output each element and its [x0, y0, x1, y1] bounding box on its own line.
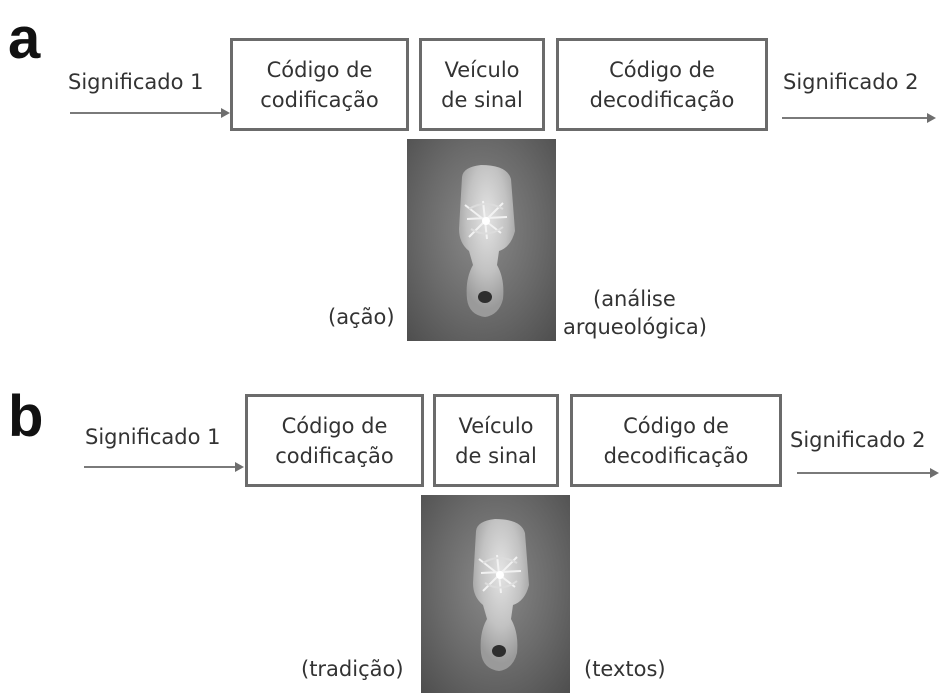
input-arrow-b	[84, 466, 242, 468]
encoding-code-box-b: Código de codificação	[245, 394, 424, 487]
output-label-b: Significado 2	[790, 426, 926, 454]
output-arrow-a	[782, 117, 934, 119]
decoding-code-line1-a: Código de	[609, 55, 715, 85]
encoding-code-line2-b: codificação	[275, 441, 393, 471]
signal-vehicle-box-b: Veículo de sinal	[433, 394, 559, 487]
decoding-code-box-b: Código de decodificação	[570, 394, 782, 487]
right-caption-a: (análise arqueológica)	[563, 285, 707, 341]
signal-vehicle-line2-b: de sinal	[455, 441, 537, 471]
decoding-code-line1-b: Código de	[623, 411, 729, 441]
left-caption-a: (ação)	[328, 303, 395, 331]
signal-vehicle-line2-a: de sinal	[441, 85, 523, 115]
panel-letter-a: a	[8, 10, 40, 68]
signal-vehicle-line1-b: Veículo	[458, 411, 533, 441]
output-arrow-b	[797, 472, 937, 474]
right-caption-b: (textos)	[584, 655, 666, 683]
input-arrow-a	[70, 112, 228, 114]
decoding-code-line2-b: decodificação	[604, 441, 749, 471]
encoding-code-line1-b: Código de	[282, 411, 388, 441]
decoding-code-line2-a: decodificação	[590, 85, 735, 115]
encoding-code-line1-a: Código de	[267, 55, 373, 85]
encoding-code-box-a: Código de codificação	[230, 38, 409, 131]
decoding-code-box-a: Código de decodificação	[556, 38, 768, 131]
input-label-a: Significado 1	[68, 68, 204, 96]
right-caption-line1-a: (análise	[563, 285, 707, 313]
encoding-code-line2-a: codificação	[260, 85, 378, 115]
ceramic-figurine-photo-icon	[421, 495, 570, 693]
panel-letter-b: b	[8, 388, 43, 446]
signal-vehicle-box-a: Veículo de sinal	[419, 38, 545, 131]
signal-vehicle-line1-a: Veículo	[444, 55, 519, 85]
output-label-a: Significado 2	[783, 68, 919, 96]
right-caption-line2-a: arqueológica)	[563, 313, 707, 341]
left-caption-b: (tradição)	[301, 655, 404, 683]
ceramic-figurine-photo-icon	[407, 139, 556, 341]
input-label-b: Significado 1	[85, 423, 221, 451]
